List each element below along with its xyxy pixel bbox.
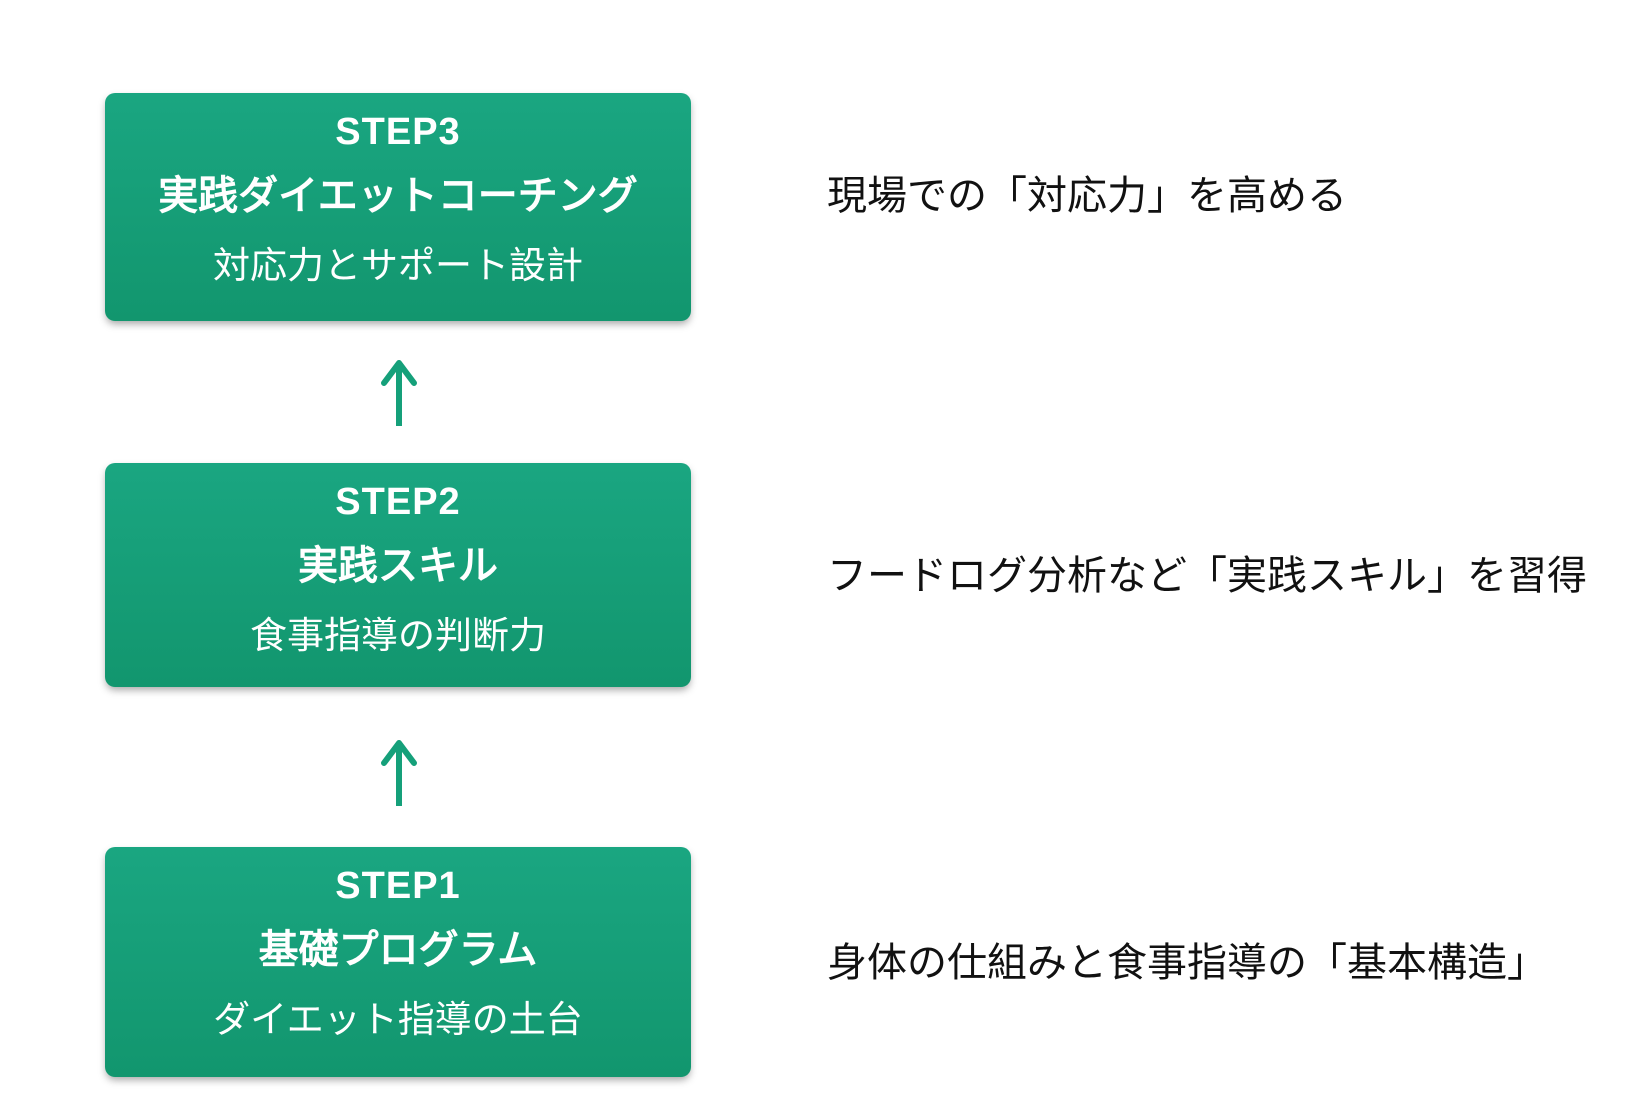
step3-description: 現場での「対応力」を高める	[827, 174, 1347, 218]
step1-title: STEP1	[335, 865, 461, 907]
step3-title: STEP3	[335, 111, 461, 153]
step2-title: STEP2	[335, 481, 461, 523]
step1-subtitle: ダイエット指導の土台	[213, 999, 583, 1040]
step2-description: フードログ分析など「実践スキル」を習得	[827, 554, 1587, 598]
step1-description: 身体の仕組みと食事指導の「基本構造」	[827, 941, 1547, 985]
step2-name: 実践スキル	[298, 544, 498, 588]
step3-name: 実践ダイエットコーチング	[158, 174, 638, 218]
up-arrow-icon	[381, 740, 417, 806]
step2-box: STEP2 実践スキル 食事指導の判断力	[105, 463, 691, 687]
up-arrow-icon	[381, 360, 417, 426]
step1-name: 基礎プログラム	[258, 928, 538, 972]
step3-subtitle: 対応力とサポート設計	[213, 245, 583, 286]
step3-box: STEP3 実践ダイエットコーチング 対応力とサポート設計	[105, 93, 691, 321]
step2-subtitle: 食事指導の判断力	[250, 615, 546, 656]
step1-box: STEP1 基礎プログラム ダイエット指導の土台	[105, 847, 691, 1077]
